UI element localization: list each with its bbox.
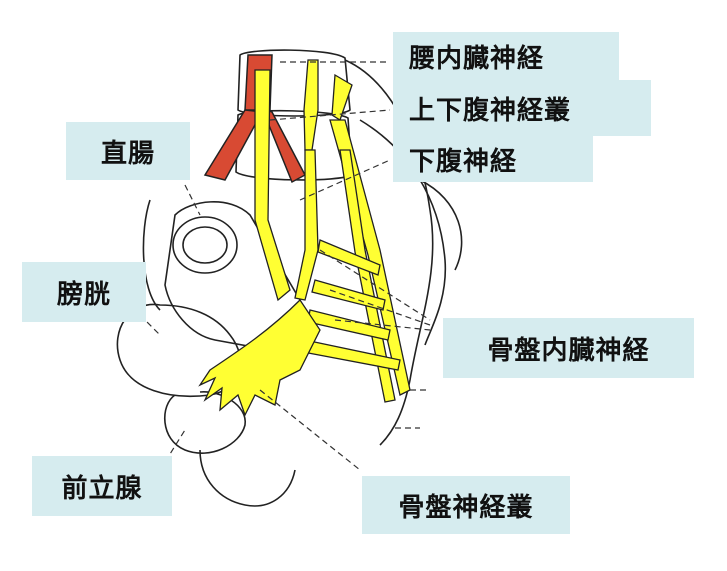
label-pelvic-splanchnic-nerve: 骨盤内臓神経: [443, 318, 694, 378]
label-pelvic-plexus: 骨盤神経叢: [362, 476, 570, 534]
label-prostate: 前立腺: [32, 456, 172, 516]
label-hypogastric-nerve: 下腹神経: [393, 136, 593, 182]
nerve-network: [198, 59, 411, 417]
label-superior-hypogastric-plexus: 上下腹神経叢: [393, 80, 651, 136]
leader-lines: [139, 61, 431, 471]
label-rectum: 直腸: [66, 122, 190, 180]
label-bladder: 膀胱: [22, 262, 146, 322]
label-lumbar-splanchnic-nerve: 腰内臓神経: [393, 32, 619, 80]
